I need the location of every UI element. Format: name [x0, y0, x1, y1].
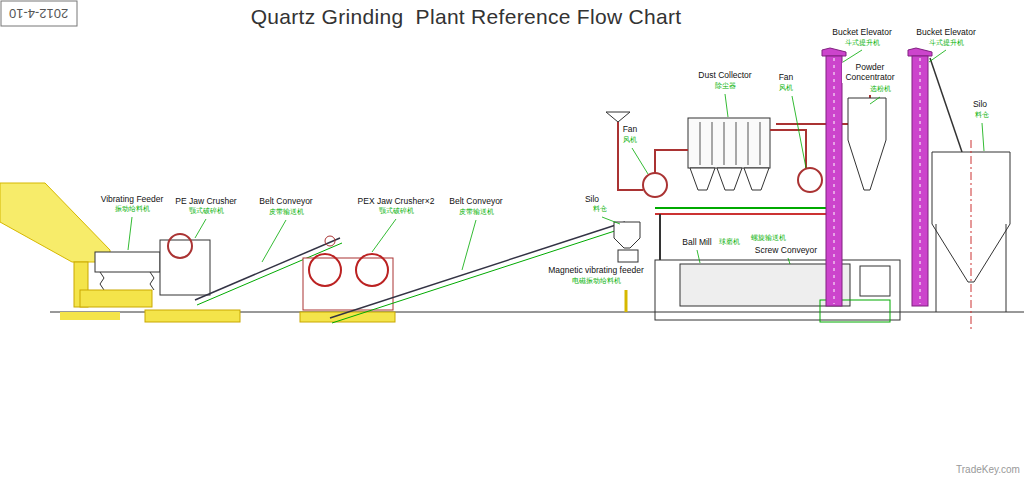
chinese-label: 皮带输送机	[268, 208, 305, 216]
flywheel	[309, 254, 341, 286]
equipment-label: Belt Conveyor	[258, 197, 313, 207]
pulley	[325, 236, 335, 246]
support	[625, 290, 628, 312]
leader-lines	[128, 50, 984, 270]
screw-conveyor	[655, 207, 830, 209]
equipment-label: Screw Conveyor	[754, 246, 818, 256]
equipment-label: Bucket Elevator	[915, 28, 977, 38]
chinese-label: 螺旋输送机	[750, 234, 787, 242]
equipment-label: Magnetic vibrating feeder	[547, 266, 644, 276]
equipment-label: Silo	[584, 195, 600, 205]
duct	[770, 130, 806, 168]
date-stamp: 2012-4-10	[8, 5, 69, 20]
spring	[150, 272, 154, 290]
chinese-label: 电磁振动给料机	[571, 277, 622, 285]
silo-leg	[936, 224, 937, 312]
chart-title: Quartz Grinding Plant Reference Flow Cha…	[251, 5, 682, 29]
collector-hopper	[690, 168, 715, 190]
equipment-label: Bucket Elevator	[831, 28, 893, 38]
mill-frame	[655, 260, 900, 320]
equipment-label: PE Jaw Crusher	[174, 197, 237, 207]
crusher-base	[300, 312, 395, 322]
motor	[860, 266, 890, 296]
chinese-label: 斗式提升机	[928, 39, 965, 47]
feeder-base	[80, 290, 152, 307]
pipe	[655, 213, 830, 215]
center-line	[971, 140, 972, 330]
equipment-label: Ball Mill	[681, 238, 712, 248]
equipment-label: TradeKey.com	[955, 464, 1021, 476]
crusher-base	[145, 310, 240, 322]
chinese-label: 风机	[622, 136, 638, 144]
chinese-label: 料仓	[592, 205, 608, 213]
bucket-elevator	[912, 56, 928, 306]
buckets	[834, 58, 835, 304]
flywheel	[168, 234, 192, 258]
equipment-label: Dust Collector	[697, 71, 752, 81]
pipe	[659, 214, 661, 260]
small-silo	[614, 222, 640, 248]
fan	[798, 168, 822, 192]
equipment-label: Vibrating Feeder	[100, 195, 165, 205]
chinese-label: 风机	[778, 84, 794, 92]
collector-hopper	[717, 168, 742, 190]
duct	[655, 150, 688, 173]
bucket-elevator	[826, 56, 842, 306]
vibrating-feeder	[95, 252, 160, 272]
chinese-label: 颚式破碎机	[188, 207, 225, 215]
equipment-label: Fan	[622, 125, 639, 135]
duct	[618, 122, 643, 190]
chinese-label: 皮带输送机	[458, 208, 495, 216]
chinese-label: 振动给料机	[114, 205, 151, 213]
equipment-label: Silo	[972, 100, 988, 110]
fan	[643, 173, 667, 197]
equipment-label: Powder Concentrator	[842, 63, 898, 83]
buckets	[920, 58, 921, 304]
date-frame	[1, 1, 77, 26]
dust-collector	[688, 118, 770, 168]
filter-bags	[700, 122, 760, 165]
chinese-label: 选粉机	[869, 85, 892, 93]
chinese-label: 料仓	[974, 111, 990, 119]
chinese-label: 斗式提升机	[844, 39, 881, 47]
chinese-label: 球磨机	[718, 238, 741, 246]
chute	[930, 58, 962, 152]
spring	[100, 272, 104, 290]
collector-hopper	[744, 168, 769, 190]
chinese-label: 颚式破碎机	[378, 207, 415, 215]
hopper	[0, 183, 110, 262]
equipment-label: PEX Jaw Crusher×2	[357, 197, 436, 207]
elevator-head	[908, 48, 932, 56]
cowl	[606, 112, 630, 122]
chinese-label: 除尘器	[714, 82, 737, 90]
elevator-head	[822, 48, 846, 56]
equipment-label: Belt Conveyor	[448, 197, 503, 207]
silo-leg	[1006, 224, 1007, 312]
foundation	[60, 312, 120, 320]
magnetic-feeder	[618, 250, 638, 262]
flywheel	[356, 254, 388, 286]
powder-concentrator	[848, 98, 886, 190]
equipment-label: Fan	[778, 73, 795, 83]
